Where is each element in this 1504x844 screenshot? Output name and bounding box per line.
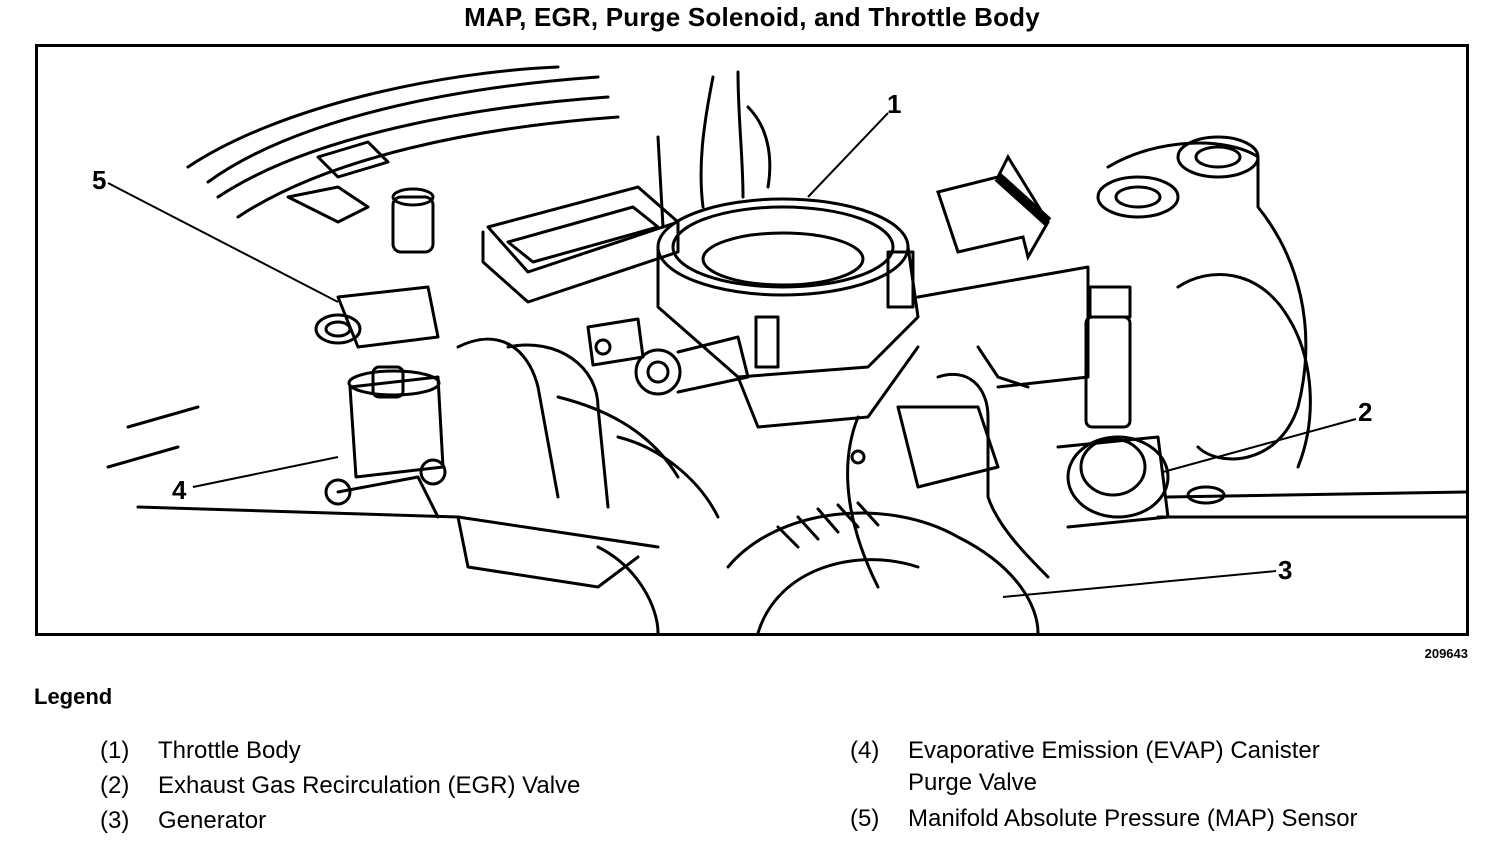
- airflow-arrow-icon: [936, 153, 1050, 261]
- throttle-body-bore: [656, 197, 910, 297]
- callout-3: 3: [1278, 555, 1293, 585]
- diagram-frame: 1 2 3 4 5: [35, 44, 1469, 636]
- harness-line: [206, 75, 600, 184]
- legend-item-number: (3): [100, 807, 130, 834]
- legend-item-label: Exhaust Gas Recirculation (EGR) Valve: [158, 772, 581, 799]
- legend-heading: Legend: [34, 684, 113, 709]
- legend-item-label: Evaporative Emission (EVAP) Canister: [908, 737, 1320, 764]
- figure-number: 209643: [1424, 646, 1468, 661]
- leader-lines: [107, 112, 1357, 598]
- callout-2: 2: [1358, 397, 1373, 427]
- callout-1: 1: [887, 89, 902, 119]
- engine-illustration: [106, 65, 1466, 633]
- diagram-title: MAP, EGR, Purge Solenoid, and Throttle B…: [464, 2, 1040, 32]
- legend-item-number: (1): [100, 737, 130, 764]
- egr-valve: [1066, 435, 1170, 519]
- generator-housing: [726, 511, 1040, 633]
- callout-4: 4: [172, 475, 187, 505]
- legend-item-label: Throttle Body: [158, 737, 301, 764]
- legend-item-number: (4): [850, 737, 880, 764]
- legend-item-label: Generator: [158, 807, 267, 834]
- legend-item-number: (5): [850, 805, 880, 832]
- callout-5: 5: [92, 165, 107, 195]
- legend-item-number: (2): [100, 772, 130, 799]
- legend-item-label: Manifold Absolute Pressure (MAP) Sensor: [908, 805, 1358, 832]
- map-sensor-connector: [314, 313, 362, 345]
- legend-item-label-line2: Purge Valve: [908, 769, 1037, 796]
